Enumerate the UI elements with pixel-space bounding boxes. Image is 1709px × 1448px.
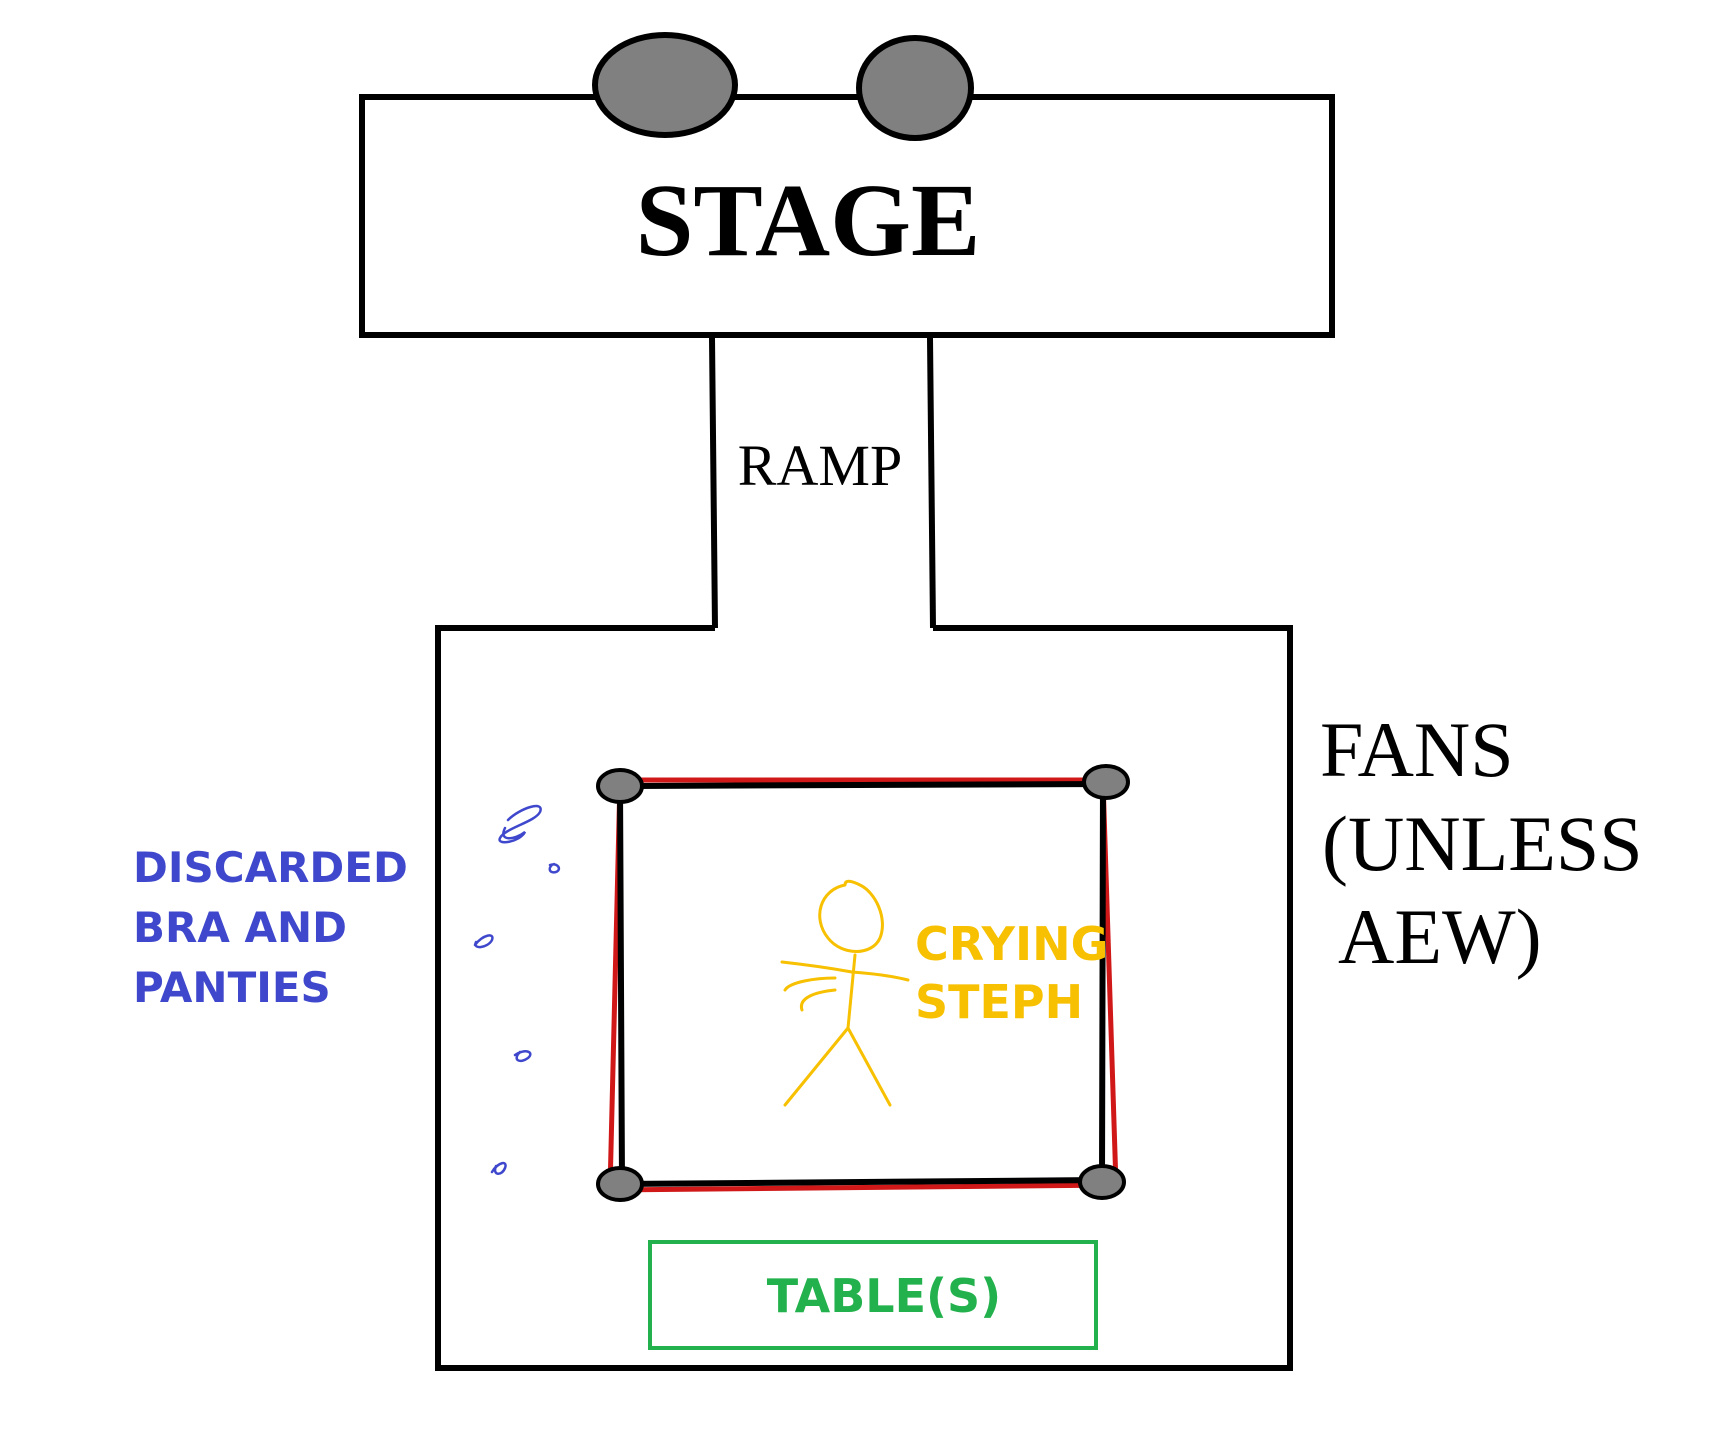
scribble-icon [473,804,561,1175]
stage-label: STAGE [636,163,981,278]
ramp-left-wall [709,337,718,629]
crying-steph-label: CRYING STEPH [915,917,1108,1029]
discarded-label-line: PANTIES [133,963,331,1012]
ramp-right-wall [927,337,936,629]
speaker-icon [856,35,974,141]
discarded-label-line: DISCARDED [133,843,408,892]
speaker-icon [592,32,738,138]
crying-label-line: STEPH [915,975,1083,1029]
arena-floor [435,625,1293,1371]
fans-label-line: (UNLESS [1322,800,1643,887]
turnbuckle-icon [1082,764,1130,800]
tables-label: TABLE(S) [767,1269,1001,1323]
tables-box [648,1240,1098,1350]
fans-label: FANS (UNLESS AEW) [1320,706,1643,980]
fans-label-line: FANS [1320,706,1514,793]
discarded-label-line: BRA AND [133,903,347,952]
turnbuckle-icon [596,768,644,804]
stick-figure-icon [780,879,910,1107]
discarded-label: DISCARDED BRA AND PANTIES [133,843,408,1012]
turnbuckle-icon [1078,1164,1126,1200]
turnbuckle-icon [596,1166,644,1202]
stage-box [359,94,1335,338]
crying-label-line: CRYING [915,917,1108,971]
fans-label-line: AEW) [1338,893,1542,980]
ramp-label: RAMP [738,433,902,498]
